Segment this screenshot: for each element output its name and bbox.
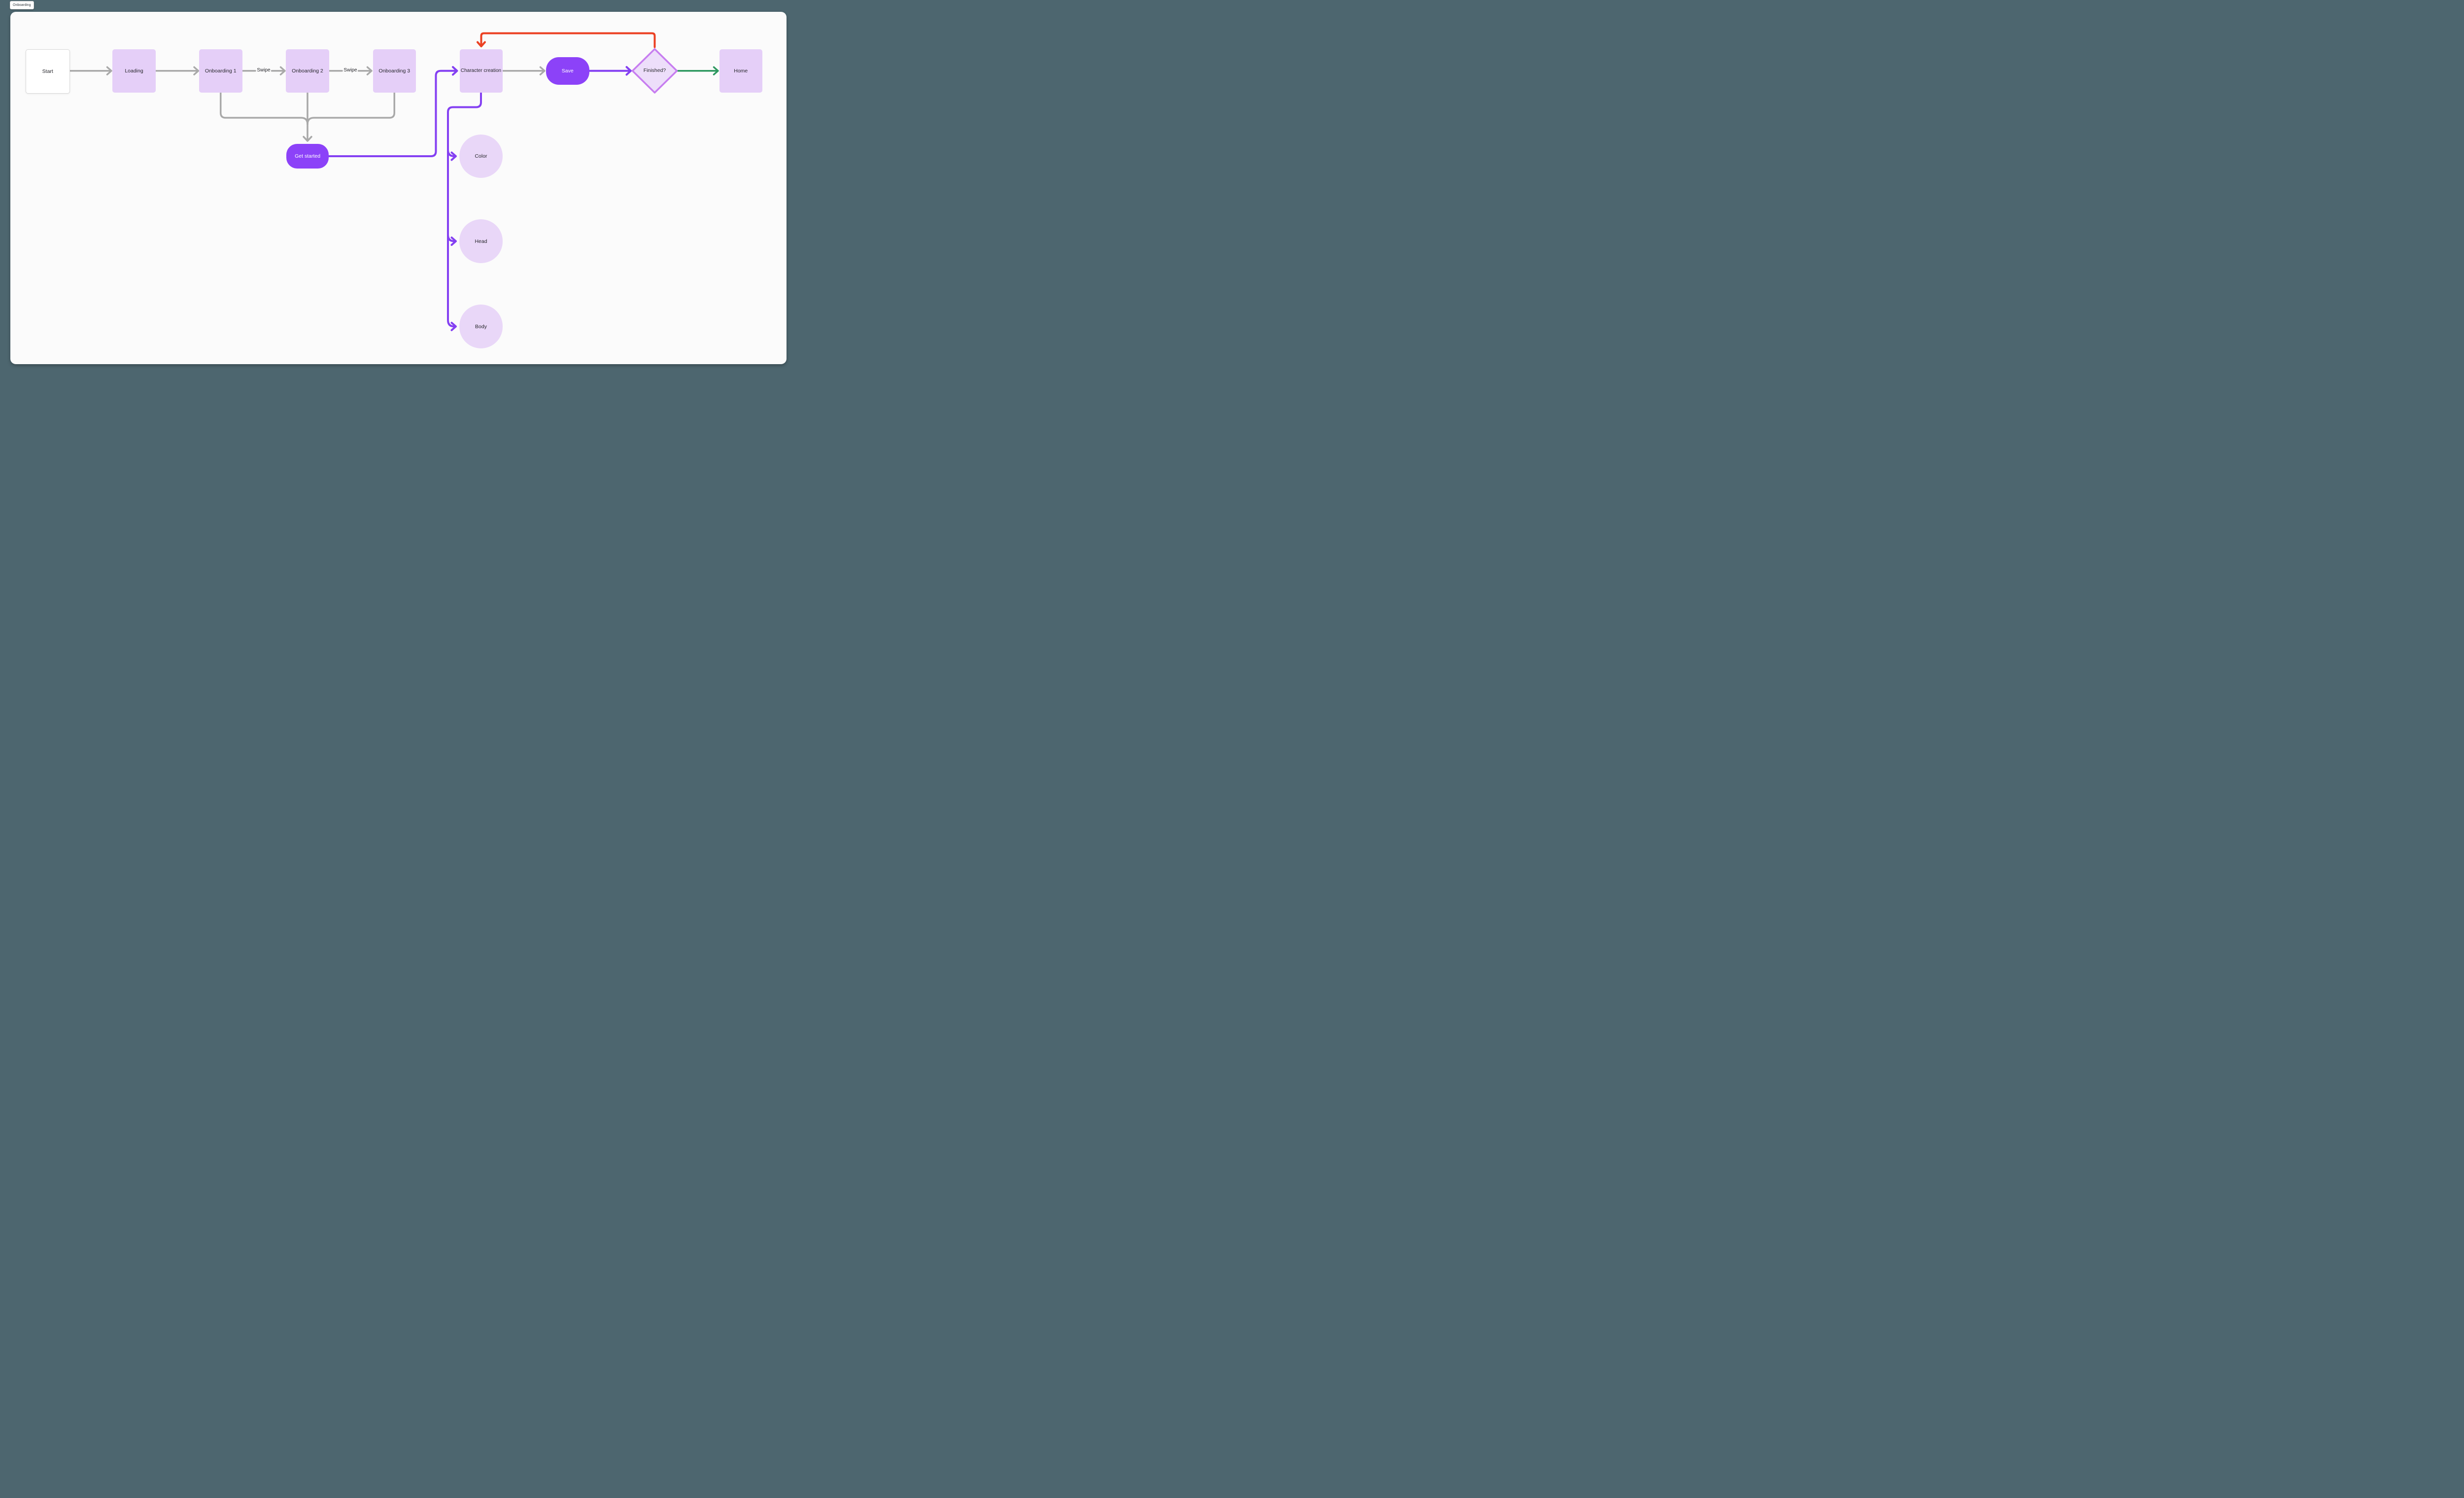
connector-charcreation-body-trunk[interactable] <box>447 91 482 331</box>
connector-loading-onboarding1[interactable] <box>155 66 200 75</box>
node-onboarding-1[interactable]: Onboarding 1 <box>199 49 242 93</box>
edge-label-swipe-1: Swipe <box>257 68 271 73</box>
connector-start-loading[interactable] <box>68 66 112 75</box>
connector-save-finished[interactable] <box>588 66 632 76</box>
node-head-label: Head <box>475 238 487 244</box>
connector-layer <box>68 32 719 331</box>
node-onboarding-2[interactable]: Onboarding 2 <box>286 49 329 93</box>
node-loading[interactable]: Loading <box>112 49 156 93</box>
node-loading-label: Loading <box>125 68 143 74</box>
connector-merge-onboarding1[interactable] <box>220 91 308 125</box>
node-start-label: Start <box>42 68 53 74</box>
node-onboarding-3-label: Onboarding 3 <box>378 68 411 74</box>
node-finished-label[interactable]: Finished? <box>643 68 666 73</box>
connector-swipe-onboarding3[interactable] <box>357 66 373 75</box>
node-body-label: Body <box>475 323 487 330</box>
node-color-label: Color <box>475 153 487 159</box>
node-head[interactable]: Head <box>459 219 503 263</box>
connector-charcreation-save[interactable] <box>501 66 546 75</box>
node-onboarding-1-label: Onboarding 1 <box>205 68 237 74</box>
node-get-started-label: Get started <box>295 153 321 159</box>
node-get-started[interactable]: Get started <box>286 143 329 169</box>
connector-merge-onboarding3[interactable] <box>307 91 395 125</box>
connector-branch-color[interactable] <box>447 149 457 161</box>
node-home[interactable]: Home <box>719 49 762 93</box>
connector-finished-home[interactable] <box>676 66 719 75</box>
board-title-label: Onboarding <box>13 3 31 7</box>
finished-diamond-shape[interactable] <box>631 48 678 94</box>
connector-finished-charcreation-loop[interactable] <box>477 32 656 48</box>
node-onboarding-2-label: Onboarding 2 <box>292 68 323 74</box>
node-character-creation[interactable]: Character creation <box>459 49 503 93</box>
node-color[interactable]: Color <box>459 134 503 178</box>
node-start[interactable]: Start <box>25 49 70 94</box>
node-home-label: Home <box>734 68 748 74</box>
node-save-label: Save <box>561 68 574 74</box>
connector-branch-head[interactable] <box>447 234 457 246</box>
board-title-chip[interactable]: Onboarding <box>10 1 34 9</box>
node-character-creation-label: Character creation <box>460 68 502 74</box>
edge-label-swipe-2: Swipe <box>343 68 357 73</box>
node-save[interactable]: Save <box>546 57 589 85</box>
connector-getstarted-charcreation[interactable] <box>328 66 458 157</box>
node-body[interactable]: Body <box>459 305 503 348</box>
connector-swipe-onboarding2[interactable] <box>271 66 286 75</box>
connector-merge-getstarted[interactable] <box>303 91 312 142</box>
node-onboarding-3[interactable]: Onboarding 3 <box>373 49 416 93</box>
